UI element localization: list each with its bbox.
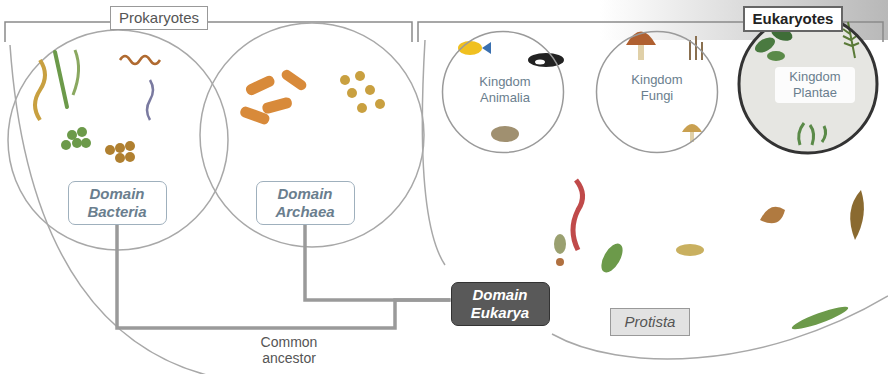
filament	[35, 60, 45, 120]
mold-sprig	[690, 36, 702, 60]
shell	[491, 126, 519, 142]
spirillum	[120, 56, 160, 64]
domain-circle	[200, 23, 424, 247]
region-arc	[422, 40, 445, 265]
red-alga	[573, 180, 583, 250]
fish-tail	[482, 42, 491, 54]
tree-branch	[305, 225, 451, 300]
node-label: Prokaryotes	[119, 9, 199, 27]
orca-patch	[535, 60, 545, 65]
label-patch: Kingdom Fungi	[617, 70, 697, 106]
circle-outline	[443, 32, 564, 153]
tree-label: Common ancestor	[252, 334, 326, 366]
region-arc	[10, 45, 230, 374]
kelp	[850, 190, 864, 240]
orca	[528, 53, 564, 67]
filament	[55, 52, 67, 107]
label-patch: Kingdom Animalia	[465, 72, 545, 108]
domain-box: Domain Archaea	[256, 181, 355, 225]
kingdom-circle: Kingdom Plantae	[736, 12, 880, 156]
node-label: Kingdom Animalia	[469, 74, 541, 106]
diatom	[676, 244, 704, 256]
domain-circle	[8, 30, 228, 250]
tree-branch	[117, 225, 451, 328]
circle-outline	[597, 32, 718, 153]
domain-box: Domain Eukarya	[451, 282, 550, 326]
circle-outline	[739, 15, 877, 153]
node-label: Kingdom Fungi	[621, 72, 693, 104]
leaf	[767, 51, 785, 61]
mushroom-stem	[638, 45, 644, 60]
euglena	[597, 240, 627, 276]
coccus-chain	[105, 141, 135, 163]
coccus-cell	[340, 71, 385, 113]
group-bracket	[5, 22, 412, 42]
green-alga	[790, 303, 850, 333]
mushroom-cap	[682, 124, 702, 132]
filament	[73, 50, 79, 95]
node-label: Domain Archaea	[263, 185, 348, 221]
node-label: Domain Bacteria	[75, 185, 160, 221]
group-box: Protista	[610, 308, 691, 336]
kingdom-circle: Kingdom Animalia	[441, 30, 565, 154]
node-label: Protista	[625, 313, 676, 331]
cell	[556, 258, 564, 266]
region-arc	[552, 296, 888, 359]
node-label: Domain Eukarya	[458, 286, 543, 322]
group-header: Prokaryotes	[110, 6, 208, 30]
coccus-cluster	[61, 127, 91, 150]
domain-box: Domain Bacteria	[68, 181, 167, 225]
plantae-ground	[738, 14, 878, 154]
kingdom-circle: Kingdom Fungi	[595, 30, 719, 154]
group-header: Eukaryotes	[743, 6, 844, 32]
node-label: Kingdom Plantae	[779, 69, 851, 101]
plant	[799, 123, 826, 145]
label-patch: Kingdom Plantae	[775, 67, 855, 103]
rod-cell	[239, 68, 308, 126]
node-label: Eukaryotes	[753, 10, 834, 28]
spirillum	[147, 80, 153, 120]
brown-alga	[760, 207, 785, 224]
amoeba	[554, 234, 566, 254]
